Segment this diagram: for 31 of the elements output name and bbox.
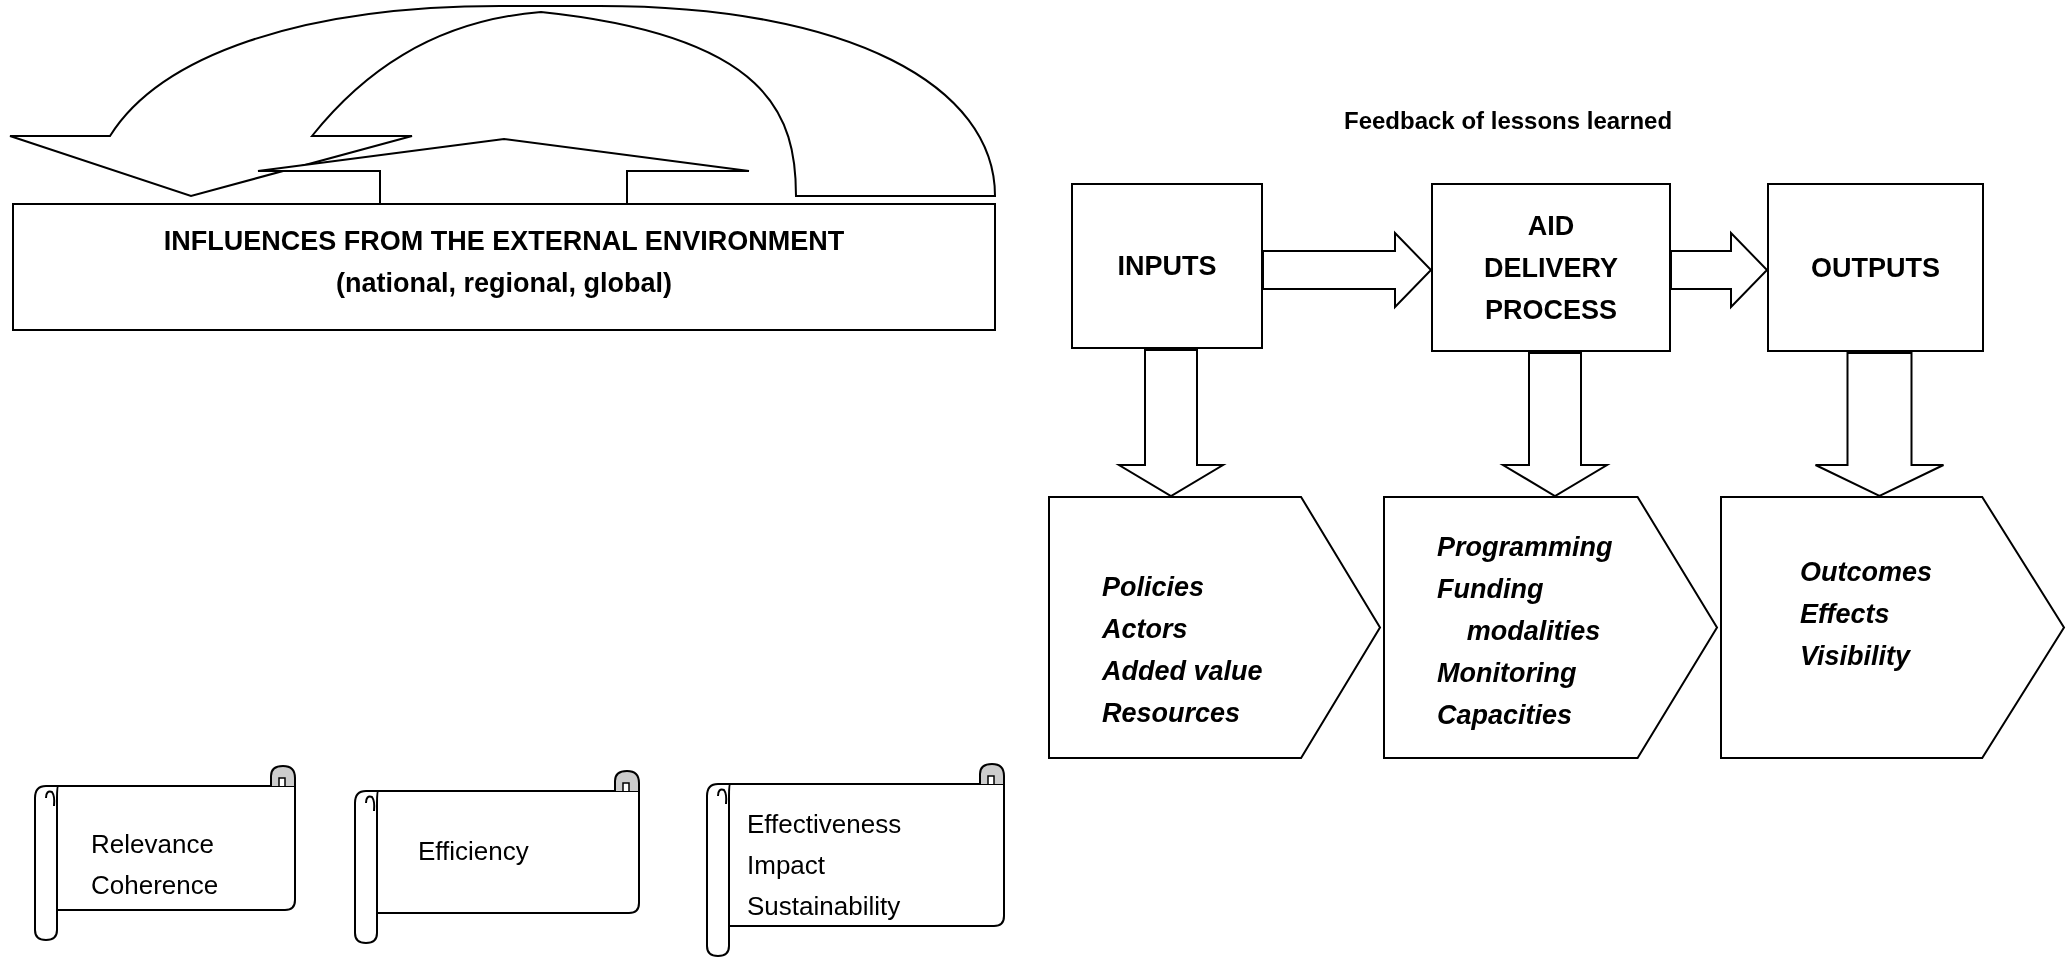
- chevron-box: [1720, 496, 2065, 759]
- block-arrow: [1814, 352, 1945, 498]
- box-title: INPUTS: [1117, 250, 1217, 283]
- list-item: Actors: [1102, 613, 1188, 646]
- block-arrow: [1115, 349, 1227, 498]
- block-arrow: [9, 5, 996, 197]
- diagram-heading: Feedback of lessons learned: [1344, 107, 1673, 135]
- box-title: OUTPUTS: [1811, 251, 1940, 285]
- list-item: Policies: [1102, 571, 1205, 604]
- list-item: Funding modalities: [1437, 573, 1602, 648]
- chevron-box: [1048, 496, 1381, 759]
- box-title: AID DELIVERY PROCESS: [1483, 209, 1619, 327]
- list-item: Monitoring: [1437, 657, 1577, 690]
- box-text: INFLUENCES FROM THE EXTERNAL ENVIRONMENT: [163, 225, 845, 258]
- environment-box: [12, 203, 996, 331]
- process-box: [1431, 183, 1671, 352]
- list-item: Capacities: [1437, 699, 1573, 732]
- list-item: Programming: [1437, 531, 1613, 564]
- list-item: Resources: [1102, 697, 1241, 730]
- block-arrow: [1499, 352, 1611, 498]
- list-item: Added value: [1102, 655, 1263, 688]
- block-arrow: [1262, 230, 1433, 310]
- list-item: Visibility: [1800, 640, 1911, 673]
- process-box: [1767, 183, 1984, 352]
- list-item: Outcomes: [1800, 556, 1933, 589]
- list-item: Effects: [1800, 598, 1890, 631]
- box-text: (national, regional, global): [336, 267, 672, 300]
- chevron-box: [1383, 496, 1718, 759]
- block-arrow: [1670, 230, 1769, 310]
- block-arrow: [257, 138, 750, 204]
- process-box: [1071, 183, 1263, 349]
